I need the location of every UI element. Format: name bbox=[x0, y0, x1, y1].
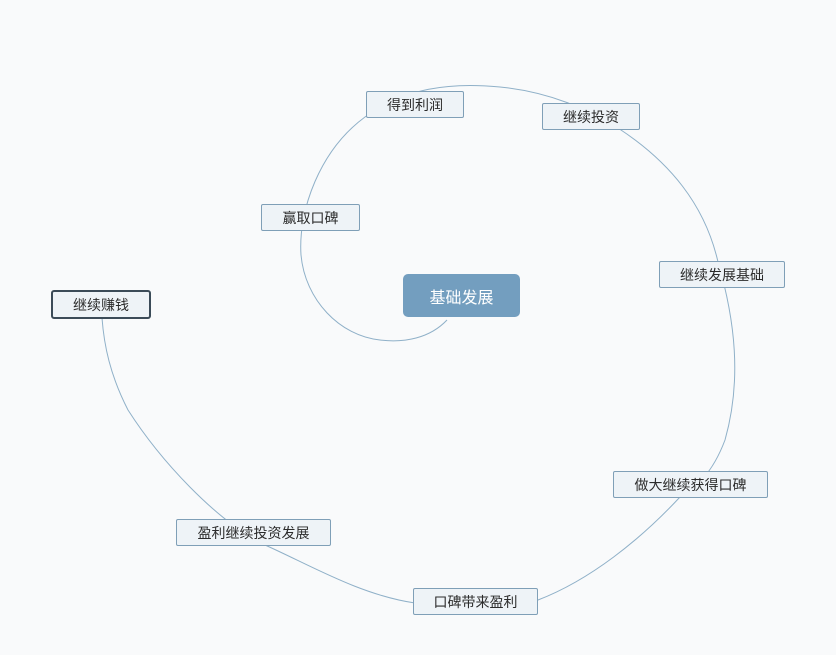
topic-profit-reinvest-develop[interactable]: 盈利继续投资发展 bbox=[176, 519, 331, 546]
topic-get-profit[interactable]: 得到利润 bbox=[366, 91, 464, 118]
center-topic[interactable]: 基础发展 bbox=[403, 274, 520, 317]
topic-label: 赢取口碑 bbox=[282, 210, 339, 227]
center-topic-label: 基础发展 bbox=[429, 287, 494, 307]
spiral-path bbox=[101, 84, 736, 609]
topic-label: 继续发展基础 bbox=[680, 267, 764, 284]
topic-label: 继续投资 bbox=[563, 109, 619, 126]
topic-keep-investing[interactable]: 继续投资 bbox=[542, 103, 640, 130]
topic-win-reputation[interactable]: 赢取口碑 bbox=[261, 204, 360, 231]
topic-label: 做大继续获得口碑 bbox=[634, 477, 747, 494]
topic-label: 盈利继续投资发展 bbox=[197, 525, 310, 542]
topic-keep-earning-selected[interactable]: 继续赚钱 bbox=[51, 290, 151, 319]
topic-reputation-brings-profit[interactable]: 口碑带来盈利 bbox=[413, 588, 538, 615]
topic-label: 口碑带来盈利 bbox=[433, 594, 518, 611]
topic-grow-gain-reputation[interactable]: 做大继续获得口碑 bbox=[613, 471, 768, 498]
topic-keep-developing-base[interactable]: 继续发展基础 bbox=[659, 261, 785, 288]
topic-label: 得到利润 bbox=[387, 97, 443, 114]
topic-label: 继续赚钱 bbox=[73, 297, 129, 314]
